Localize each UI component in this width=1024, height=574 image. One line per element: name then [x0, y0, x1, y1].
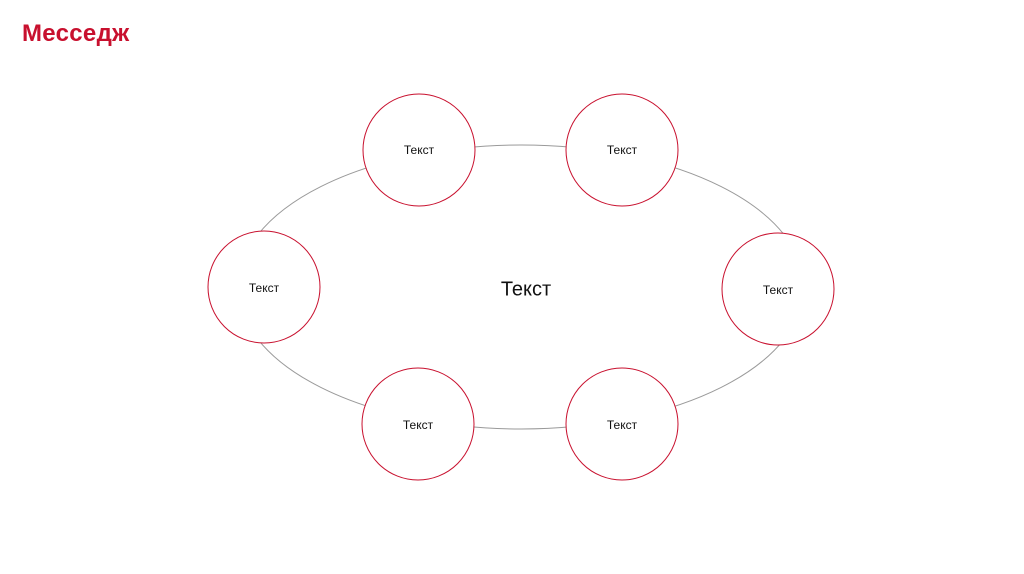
node-circle — [361, 367, 475, 481]
node-label: Текст — [249, 281, 280, 295]
node-top-left: Текст — [362, 93, 476, 207]
node-label: Текст — [607, 143, 638, 157]
node-label: Текст — [403, 418, 434, 432]
node-bottom-right: Текст — [565, 367, 679, 481]
node-bottom-left: Текст — [361, 367, 475, 481]
node-circle — [207, 230, 321, 344]
node-label: Текст — [404, 143, 435, 157]
center-label: Текст — [501, 278, 551, 300]
node-label: Текст — [607, 418, 638, 432]
node-circle — [721, 232, 835, 346]
page-title: Месседж — [22, 20, 130, 47]
node-circle — [565, 93, 679, 207]
node-top-right: Текст — [565, 93, 679, 207]
node-left: Текст — [207, 230, 321, 344]
node-circle — [565, 367, 679, 481]
node-right: Текст — [721, 232, 835, 346]
node-label: Текст — [763, 283, 794, 297]
node-circle — [362, 93, 476, 207]
